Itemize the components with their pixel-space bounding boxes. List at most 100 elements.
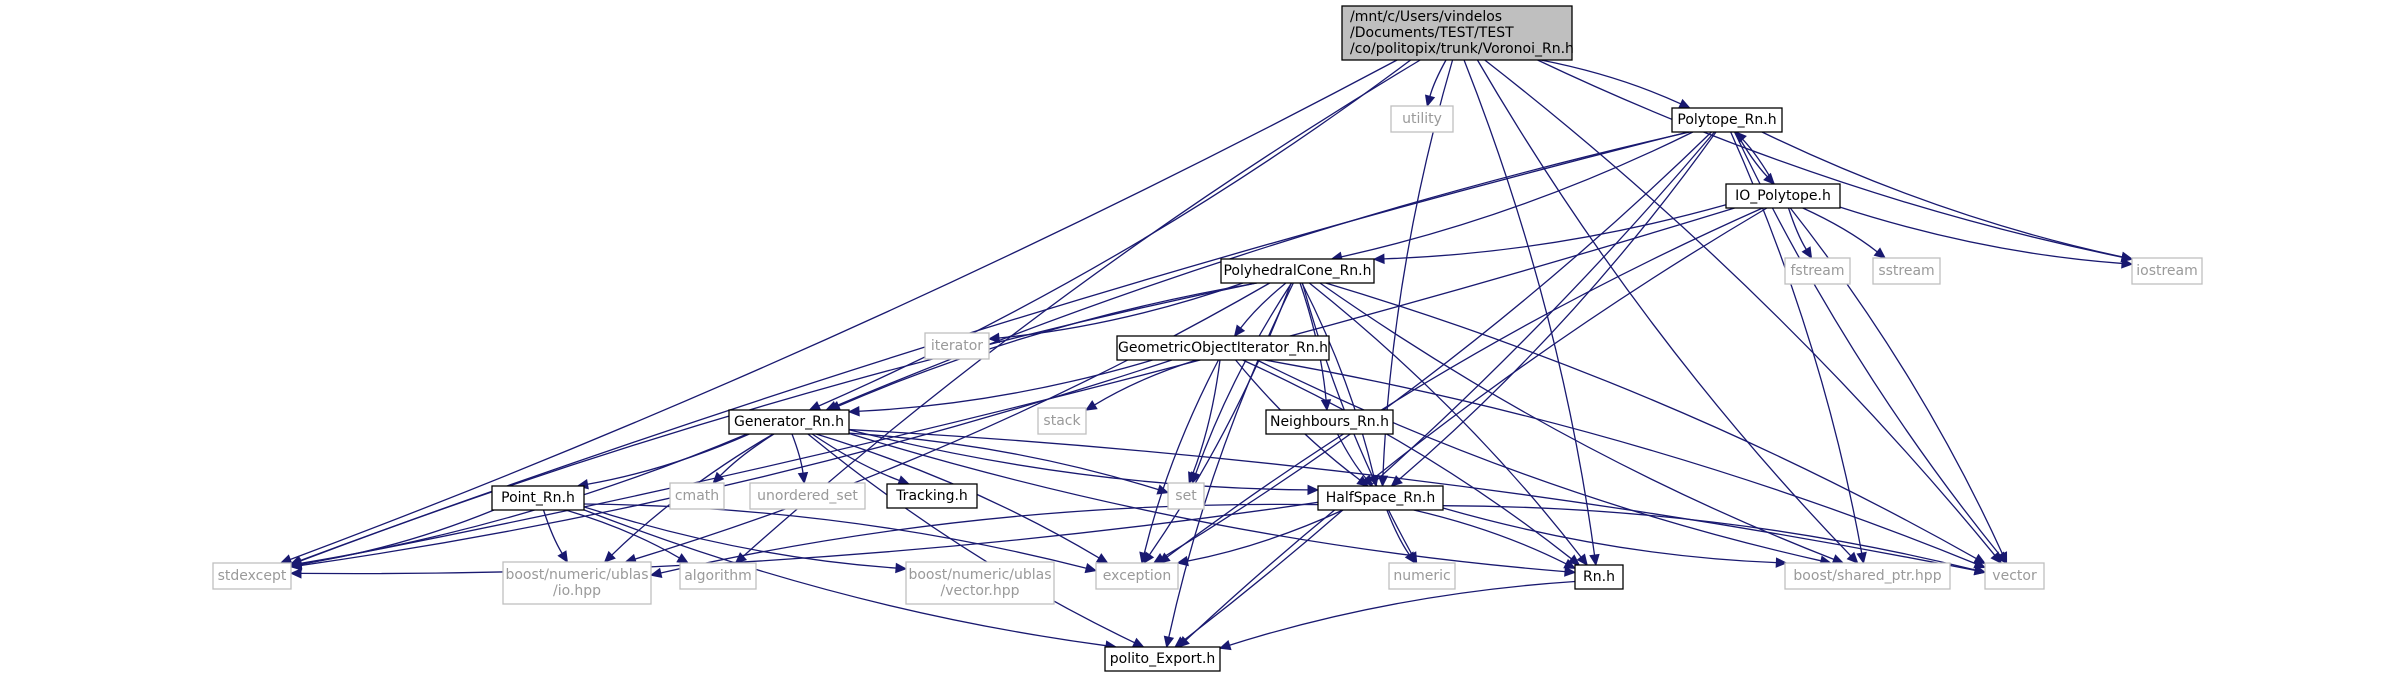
arrowhead-geoiter-to-rnh [1567, 554, 1581, 566]
arrowhead-halfspace-to-ublasio [649, 567, 663, 578]
edge-root-to-algorithm [742, 59, 1421, 557]
arrowhead-io-to-sstream [1873, 247, 1887, 259]
node-label: Polytope_Rn.h [1677, 112, 1776, 128]
edge-polycone-to-stdexcept [300, 282, 1257, 562]
edge-halfspace-to-vector [1442, 505, 1976, 571]
dep-node-io-polytope-h[interactable]: IO_Polytope.h [1725, 183, 1841, 209]
node-box [491, 485, 585, 511]
arrowhead-root-to-polytope [1678, 98, 1691, 109]
node-box [1116, 335, 1330, 361]
edge-polycone-to-set [1195, 282, 1293, 474]
node-label: /co/politopix/trunk/Voronoi_Rn.h [1350, 41, 1574, 57]
edge-pointrn-to-stdexcept [300, 509, 495, 565]
edge-geoiter-to-exception [1143, 359, 1220, 554]
edge-root-to-stdexcept [289, 59, 1398, 561]
edge-io-to-iostream [1839, 206, 2123, 265]
arrowhead-generator-to-ublasio [603, 550, 616, 563]
dep-node-halfspace-rn-h[interactable]: HalfSpace_Rn.h [1317, 485, 1444, 511]
dep-node-geometricobjectiterator-rn-h[interactable]: GeometricObjectIterator_Rn.h [1116, 335, 1330, 361]
node-box [1265, 409, 1394, 435]
dep-node-polyhedralcone-rn-h[interactable]: PolyhedralCone_Rn.h [1220, 258, 1375, 284]
arrowhead-polycone-to-sharedptr [1831, 554, 1845, 565]
edge-generator-to-halfspace [848, 429, 1309, 491]
node-box [886, 483, 978, 509]
edge-generator-to-tracking [811, 433, 900, 482]
arrowhead-geoiter-to-generator [847, 405, 860, 417]
edge-polycone-to-geoiter [1240, 282, 1287, 329]
node-label: numeric [1393, 568, 1450, 584]
arrowhead-pointrn-to-ublasio [557, 550, 569, 564]
edge-io-to-stdexcept [300, 207, 1735, 566]
edge-root-to-vector [1484, 59, 1996, 556]
node-box [749, 482, 866, 510]
dep-node-numeric: numeric [1388, 562, 1456, 590]
node-label: /vector.hpp [941, 583, 1020, 599]
arrowhead-geoiter-to-set [1188, 471, 1198, 485]
node-box [1390, 105, 1454, 133]
dep-node-neighbours-rn-h[interactable]: Neighbours_Rn.h [1265, 409, 1394, 435]
arrowhead-polycone-to-export [1163, 635, 1175, 649]
edge-geoiter-to-stack [1094, 359, 1197, 406]
arrowhead-halfspace-to-stdexcept [289, 568, 302, 579]
edge-polycone-to-ublasio [634, 282, 1271, 560]
arrowhead-geoiter-to-exception [1139, 551, 1150, 565]
node-label: boost/numeric/ublas [908, 567, 1051, 583]
dep-node-generator-rn-h[interactable]: Generator_Rn.h [728, 409, 850, 435]
dep-node-polytope-rn-h[interactable]: Polytope_Rn.h [1671, 107, 1783, 133]
edge-io-to-polycone [1383, 204, 1727, 260]
dep-node-point-rn-h[interactable]: Point_Rn.h [491, 485, 585, 511]
arrowhead-io-to-polycone [1372, 253, 1385, 265]
dep-node-boost-ublas-io-hpp: boost/numeric/ublas/io.hpp [502, 561, 652, 605]
node-box [1104, 646, 1221, 672]
arrowhead-root-to-rnh [1589, 553, 1600, 567]
arrowhead-polytope-to-iostream [2120, 251, 2134, 262]
node-label: stack [1043, 413, 1081, 429]
edge-io-to-polytope [1742, 138, 1775, 185]
arrowhead-generator-to-exception [1095, 553, 1109, 564]
edge-polytope-to-polycone [1341, 131, 1694, 258]
edge-rnh-to-export [1229, 580, 1576, 646]
node-label: boost/numeric/ublas [505, 567, 648, 583]
dep-node-utility: utility [1390, 105, 1454, 133]
arrowhead-halfspace-to-numeric [1404, 551, 1416, 564]
node-box [669, 482, 725, 510]
arrowhead-polytope-to-halfspace [1390, 475, 1403, 487]
node-label: fstream [1791, 263, 1845, 279]
edge-halfspace-to-numeric [1386, 509, 1410, 556]
node-box [1574, 564, 1624, 590]
node-label: PolyhedralCone_Rn.h [1223, 263, 1371, 279]
edge-root-to-utility [1429, 59, 1447, 97]
node-box [1037, 407, 1087, 435]
edge-io-to-exception [1166, 207, 1763, 558]
edge-io-to-vector [1789, 207, 2004, 555]
arrowhead-generator-to-halfspace [1307, 484, 1320, 496]
edge-polycone-to-halfspace [1301, 282, 1375, 477]
node-label: IO_Polytope.h [1735, 188, 1831, 204]
node-label: stdexcept [218, 568, 287, 584]
dep-node-tracking-h[interactable]: Tracking.h [886, 483, 978, 509]
node-box [924, 332, 990, 360]
dep-node-stack: stack [1037, 407, 1087, 435]
dep-node-voronoi-rn-h[interactable]: /mnt/c/Users/vindelos/Documents/TEST/TES… [1341, 5, 1574, 61]
node-box [679, 562, 757, 590]
edge-root-to-iostream [1537, 59, 2123, 258]
dep-node-unordered-set: unordered_set [749, 482, 866, 510]
edge-geoiter-to-stdexcept [300, 359, 1173, 567]
edge-geoiter-to-set [1192, 359, 1221, 474]
arrowhead-pointrn-to-ublasvec [895, 562, 908, 574]
edge-geoiter-to-generator [858, 359, 1153, 412]
dep-node-rn-h[interactable]: Rn.h [1574, 564, 1624, 590]
dep-node-set: set [1167, 482, 1205, 510]
nodes-layer: /mnt/c/Users/vindelos/Documents/TEST/TES… [212, 5, 2203, 672]
node-label: unordered_set [757, 488, 858, 504]
arrowhead-halfspace-to-rnh [1563, 558, 1577, 569]
edge-generator-to-vector [848, 428, 1976, 571]
edge-generator-to-cmath [719, 433, 775, 477]
edge-geoiter-to-vector [1264, 359, 1976, 565]
node-label: set [1175, 488, 1197, 504]
dep-node-polito-export-h[interactable]: polito_Export.h [1104, 646, 1221, 672]
dep-node-exception: exception [1095, 562, 1179, 590]
arrowhead-pointrn-to-exception [1084, 562, 1098, 574]
dep-node-boost-ublas-vector-hpp: boost/numeric/ublas/vector.hpp [905, 561, 1055, 605]
node-box [502, 561, 652, 605]
